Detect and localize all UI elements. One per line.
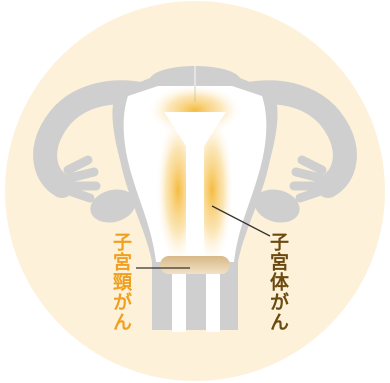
uterine-body-cancer-label: 子宮体がん	[268, 232, 287, 332]
cervical-cancer-label: 子宮頸がん	[111, 232, 130, 332]
cervix-band	[160, 256, 230, 274]
cervix-right-stem	[206, 272, 220, 332]
cervix-left-stem	[172, 272, 186, 332]
